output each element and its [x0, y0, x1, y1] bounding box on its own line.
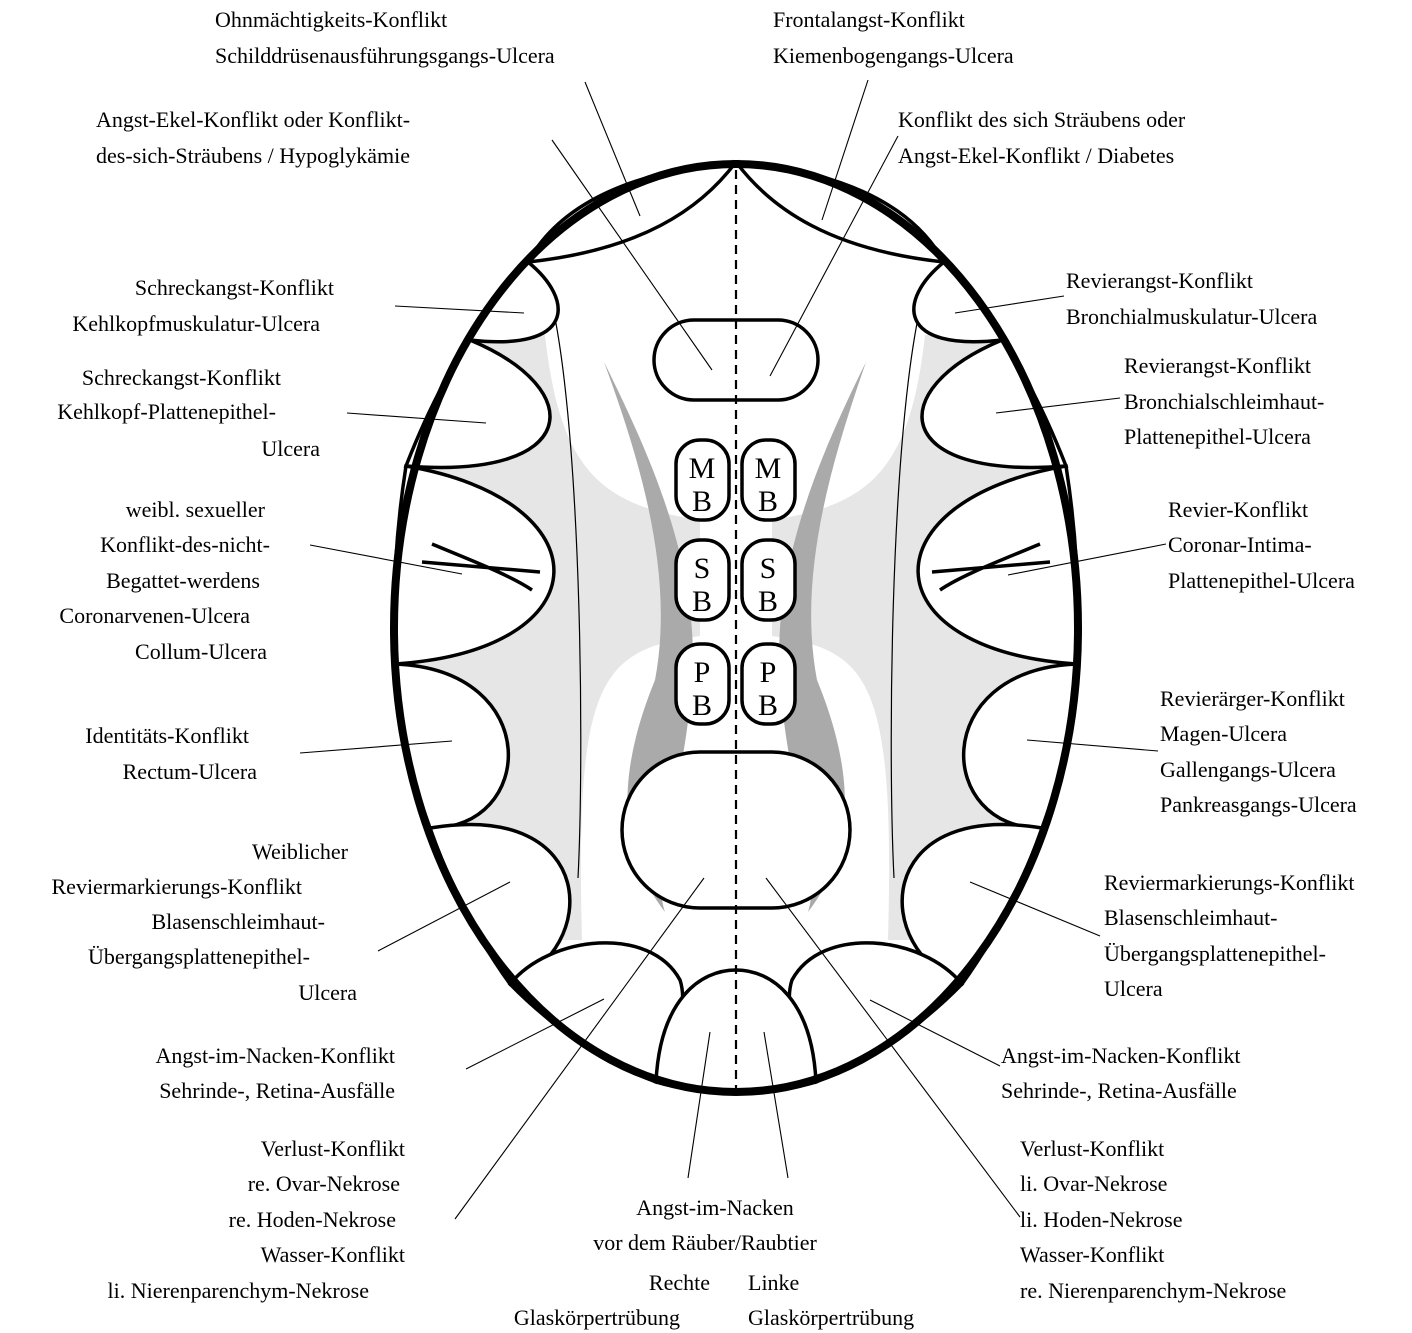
label-identitaet-2: Rectum-Ulcera	[123, 759, 258, 784]
label-bottom-center-2: vor dem Räuber/Raubtier	[593, 1230, 817, 1255]
label-revierangst2-3: Plattenepithel-Ulcera	[1124, 424, 1311, 449]
sb-letter-s-right: S	[760, 552, 777, 585]
label-straeuben-2: Angst-Ekel-Konflikt / Diabetes	[898, 143, 1174, 168]
label-verlust-right-1: Verlust-Konflikt	[1020, 1136, 1164, 1161]
label-revierangst2-2: Bronchialschleimhaut-	[1124, 389, 1324, 414]
label-verlust-left-2: re. Ovar-Nekrose	[248, 1171, 400, 1196]
label-reviermarkierung-left-2: Reviermarkierungs-Konflikt	[52, 874, 303, 899]
label-revier-1: Revier-Konflikt	[1168, 497, 1308, 522]
label-revierangst2-1: Revierangst-Konflikt	[1124, 353, 1311, 378]
label-right-vitreous-1: Rechte	[649, 1270, 710, 1295]
sb-letter-s-left: S	[694, 552, 711, 585]
labels-bottom: Angst-im-Nacken vor dem Räuber/Raubtier …	[514, 1195, 914, 1330]
label-schreck2-3: Ulcera	[261, 436, 320, 461]
label-revieraerger-1: Revierärger-Konflikt	[1160, 686, 1345, 711]
label-nacken-left-1: Angst-im-Nacken-Konflikt	[156, 1043, 396, 1068]
label-sexuell-1: weibl. sexueller	[126, 497, 266, 522]
mb-letter-b-right: B	[758, 485, 778, 518]
pb-letter-b-left: B	[692, 689, 712, 722]
mb-letter-m-left: M	[689, 452, 716, 485]
label-nacken-right-2: Sehrinde-, Retina-Ausfälle	[1001, 1078, 1237, 1103]
label-angst-ekel-2: des-sich-Sträubens / Hypoglykämie	[96, 143, 410, 168]
label-verlust-left-1: Verlust-Konflikt	[261, 1136, 405, 1161]
label-verlust-left-3: re. Hoden-Nekrose	[229, 1207, 396, 1232]
label-nacken-right-1: Angst-im-Nacken-Konflikt	[1001, 1043, 1241, 1068]
label-reviermarkierung-left-3: Blasenschleimhaut-	[151, 909, 325, 934]
label-verlust-left-5: li. Nierenparenchym-Nekrose	[108, 1278, 369, 1303]
label-straeuben-1: Konflikt des sich Sträubens oder	[898, 107, 1186, 132]
label-revierangst1-2: Bronchialmuskulatur-Ulcera	[1066, 304, 1317, 329]
label-left-vitreous-1: Linke	[748, 1270, 799, 1295]
lobe-top-left	[528, 162, 736, 262]
label-right-vitreous-2: Glaskörpertrübung	[514, 1305, 680, 1330]
label-verlust-right-5: re. Nierenparenchym-Nekrose	[1020, 1278, 1286, 1303]
label-revier-3: Plattenepithel-Ulcera	[1168, 568, 1355, 593]
label-reviermarkierung-left-1: Weiblicher	[252, 839, 349, 864]
pb-letter-p-left: P	[694, 656, 711, 689]
label-ohnmacht-2: Schilddrüsenausführungsgangs-Ulcera	[215, 43, 555, 68]
label-sexuell-2: Konflikt-des-nicht-	[100, 532, 270, 557]
label-reviermarkierung-right-1: Reviermarkierungs-Konflikt	[1104, 870, 1355, 895]
label-frontalangst-2: Kiemenbogengangs-Ulcera	[773, 43, 1014, 68]
label-reviermarkierung-right-3: Übergangsplattenepithel-	[1104, 941, 1326, 966]
sb-letter-b-left: B	[692, 585, 712, 618]
pb-letter-p-right: P	[760, 656, 777, 689]
label-reviermarkierung-left-4: Übergangsplattenepithel-	[88, 944, 310, 969]
label-schreck1-1: Schreckangst-Konflikt	[135, 275, 334, 300]
label-sexuell-4: Coronarvenen-Ulcera	[59, 603, 250, 628]
sb-letter-b-right: B	[758, 585, 778, 618]
label-verlust-right-4: Wasser-Konflikt	[1020, 1242, 1164, 1267]
label-ohnmacht-1: Ohnmächtigkeits-Konflikt	[215, 7, 447, 32]
label-verlust-right-2: li. Ovar-Nekrose	[1020, 1171, 1167, 1196]
label-schreck2-2: Kehlkopf-Plattenepithel-	[57, 399, 276, 424]
label-schreck2-1: Schreckangst-Konflikt	[82, 365, 281, 390]
label-sexuell-3: Begattet-werdens	[106, 568, 260, 593]
label-sexuell-5: Collum-Ulcera	[135, 639, 267, 664]
label-frontalangst-1: Frontalangst-Konflikt	[773, 7, 965, 32]
label-angst-ekel-1: Angst-Ekel-Konflikt oder Konflikt-	[96, 107, 410, 132]
label-revieraerger-3: Gallengangs-Ulcera	[1160, 757, 1336, 782]
label-verlust-left-4: Wasser-Konflikt	[261, 1242, 405, 1267]
pb-letter-b-right: B	[758, 689, 778, 722]
label-reviermarkierung-right-4: Ulcera	[1104, 976, 1163, 1001]
mb-letter-b-left: B	[692, 485, 712, 518]
label-revieraerger-2: Magen-Ulcera	[1160, 721, 1287, 746]
label-revierangst1-1: Revierangst-Konflikt	[1066, 268, 1253, 293]
lobe-top-right	[736, 162, 944, 262]
label-verlust-right-3: li. Hoden-Nekrose	[1020, 1207, 1183, 1232]
label-bottom-center-1: Angst-im-Nacken	[636, 1195, 794, 1220]
label-revieraerger-4: Pankreasgangs-Ulcera	[1160, 792, 1357, 817]
label-revier-2: Coronar-Intima-	[1168, 532, 1312, 557]
label-schreck1-2: Kehlkopfmuskulatur-Ulcera	[72, 311, 320, 336]
mb-letter-m-right: M	[755, 452, 782, 485]
label-nacken-left-2: Sehrinde-, Retina-Ausfälle	[159, 1078, 395, 1103]
label-left-vitreous-2: Glaskörpertrübung	[748, 1305, 914, 1330]
label-reviermarkierung-left-5: Ulcera	[298, 980, 357, 1005]
label-identitaet-1: Identitäts-Konflikt	[85, 723, 249, 748]
label-reviermarkierung-right-2: Blasenschleimhaut-	[1104, 905, 1278, 930]
